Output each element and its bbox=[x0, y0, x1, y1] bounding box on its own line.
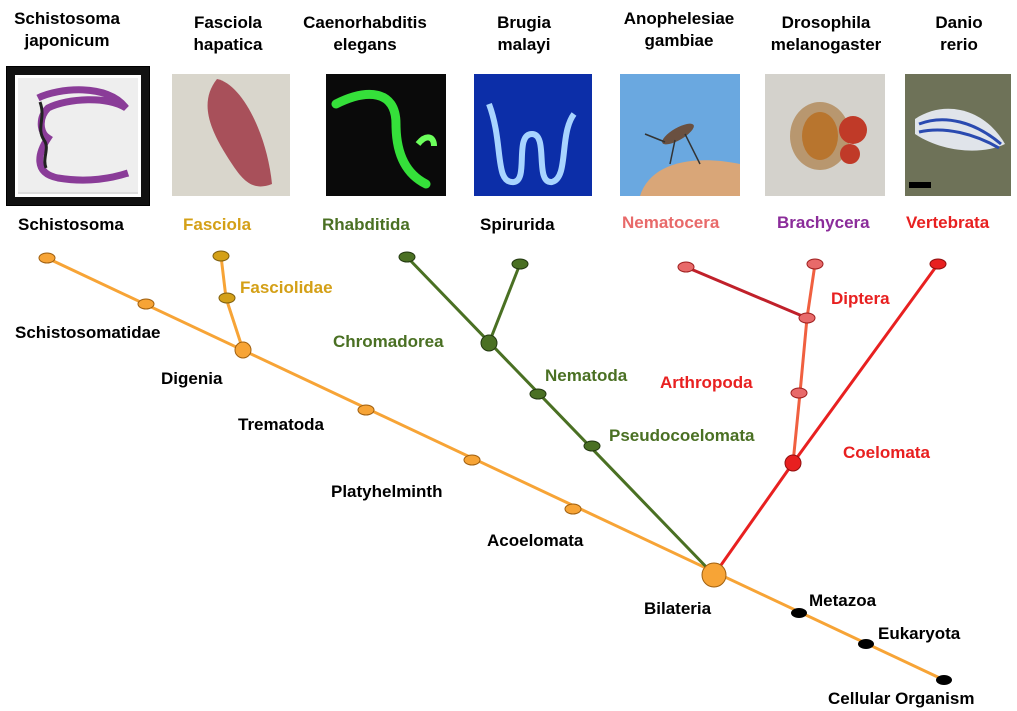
node-platyhelminth bbox=[464, 455, 480, 465]
clade-label-arthropoda: Arthropoda bbox=[660, 373, 753, 393]
node-pseudocoelomata bbox=[584, 441, 600, 451]
node-trematoda bbox=[358, 405, 374, 415]
clade-label-pseudocoelomata: Pseudocoelomata bbox=[609, 426, 755, 446]
node-arthropoda bbox=[791, 388, 807, 398]
clade-label-nematoda: Nematoda bbox=[545, 366, 627, 386]
nematocera-edge bbox=[686, 267, 807, 318]
clade-label-acoelomata: Acoelomata bbox=[487, 531, 583, 551]
clade-label-bilateria: Bilateria bbox=[644, 599, 711, 619]
node-schistosomatidae bbox=[138, 299, 154, 309]
node-fasciola bbox=[213, 251, 229, 261]
nematode-edge bbox=[407, 257, 714, 575]
clade-label-coelomata: Coelomata bbox=[843, 443, 930, 463]
node-acoelomata bbox=[565, 504, 581, 514]
clade-label-schistosomatidae: Schistosomatidae bbox=[15, 323, 161, 343]
node-metazoa bbox=[791, 608, 807, 618]
spirurida-edge bbox=[489, 264, 520, 343]
clade-label-platyhelminth: Platyhelminth bbox=[331, 482, 442, 502]
node-nematoda bbox=[530, 389, 546, 399]
node-chromadorea bbox=[481, 335, 497, 351]
node-diptera bbox=[799, 313, 815, 323]
clade-label-trematoda: Trematoda bbox=[238, 415, 324, 435]
node-fasciolidae bbox=[219, 293, 235, 303]
clade-label-digenia: Digenia bbox=[161, 369, 222, 389]
node-bilateria bbox=[702, 563, 726, 587]
node-coelomata bbox=[785, 455, 801, 471]
node-eukaryota bbox=[858, 639, 874, 649]
node-cellular-organism bbox=[936, 675, 952, 685]
coelomata-edge bbox=[714, 463, 793, 575]
node-brachycera bbox=[807, 259, 823, 269]
node-schistosoma bbox=[39, 253, 55, 263]
node-vertebrata bbox=[930, 259, 946, 269]
clade-label-metazoa: Metazoa bbox=[809, 591, 876, 611]
clade-label-cellular-organism: Cellular Organism bbox=[828, 689, 974, 709]
node-digenia bbox=[235, 342, 251, 358]
clade-label-chromadorea: Chromadorea bbox=[333, 332, 444, 352]
clade-label-eukaryota: Eukaryota bbox=[878, 624, 960, 644]
node-rhabditida bbox=[399, 252, 415, 262]
node-nematocera bbox=[678, 262, 694, 272]
clade-label-diptera: Diptera bbox=[831, 289, 890, 309]
node-spirurida bbox=[512, 259, 528, 269]
arthropoda-edge bbox=[793, 264, 815, 463]
clade-label-fasciolidae: Fasciolidae bbox=[240, 278, 333, 298]
